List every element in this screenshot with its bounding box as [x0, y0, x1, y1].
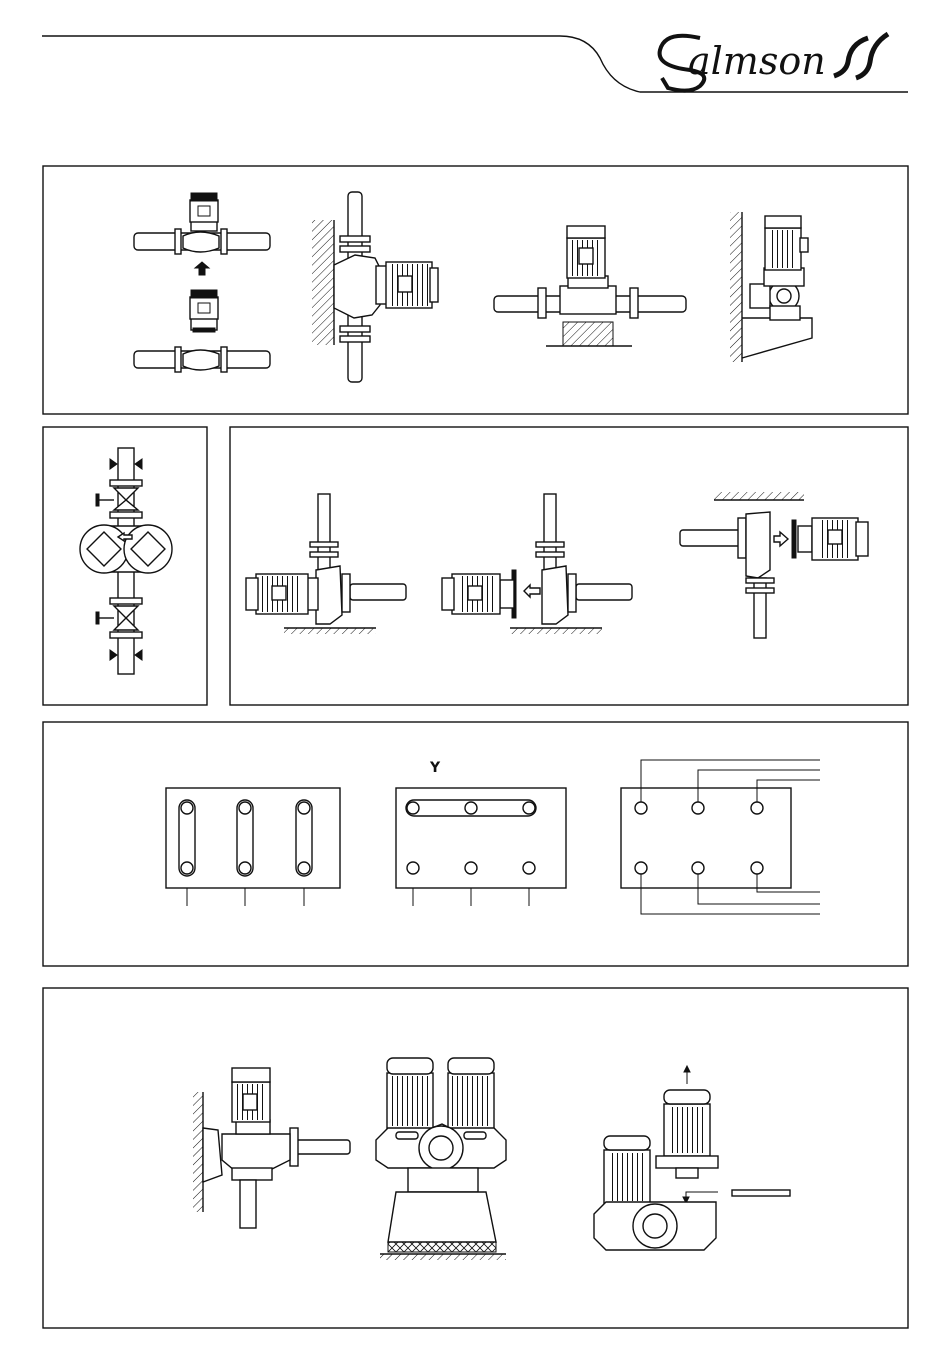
- wall-mounted-inline-pump: [193, 1068, 350, 1228]
- twin-pump-motor-removal: [594, 1066, 790, 1250]
- terminal-board-windings: [621, 760, 820, 914]
- panel-4-frame: [43, 722, 908, 966]
- pump-motor-left: [246, 494, 406, 634]
- bracket-mounted-pump: [730, 212, 812, 362]
- star-symbol: Y: [429, 760, 441, 776]
- panel-3-frame: [230, 427, 908, 705]
- panel-valves: [43, 427, 207, 705]
- terminal-board-star: Y: [396, 760, 566, 906]
- panel-terminal-wiring: Y: [43, 722, 908, 966]
- twin-pump-on-base: [376, 1058, 506, 1260]
- panel-installation-positions: [43, 166, 908, 414]
- inline-pump-horizontal-bottom: [134, 290, 270, 372]
- pump-motor-right-ceiling: [680, 492, 868, 638]
- brand-name: almson: [688, 39, 826, 83]
- wall-mounted-pump: [312, 192, 438, 382]
- base-mounted-pump: [494, 226, 686, 346]
- page-header: almson: [42, 34, 908, 92]
- salmson-swoosh-icon: [834, 34, 888, 78]
- motor-icon: [190, 200, 218, 222]
- salmson-logo: almson: [660, 34, 888, 91]
- panel-motor-orientation: [230, 427, 908, 705]
- arrow-right-icon: [774, 532, 788, 546]
- panel-double-pump: [43, 988, 908, 1328]
- terminal-board-delta: [166, 788, 340, 906]
- pump-motor-left-removed: [442, 494, 632, 634]
- arrow-up-icon: [195, 262, 209, 275]
- inline-pump-horizontal-top: [134, 193, 270, 254]
